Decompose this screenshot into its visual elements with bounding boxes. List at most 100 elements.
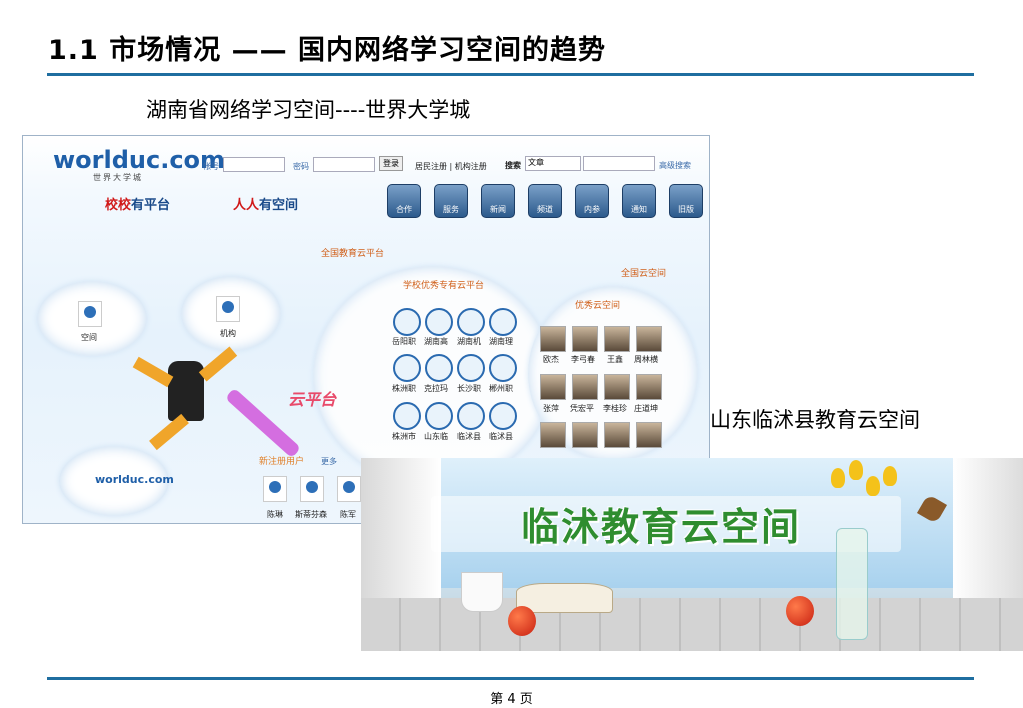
user-photo[interactable] xyxy=(636,422,662,448)
school-logo-icon[interactable] xyxy=(489,308,517,336)
user-name[interactable]: 李桂珍 xyxy=(603,404,627,413)
user-name[interactable]: 欧杰 xyxy=(543,355,559,364)
school-logo-icon[interactable] xyxy=(489,402,517,430)
slogan-right-red: 人人 xyxy=(233,198,260,213)
school-name[interactable]: 克拉玛 xyxy=(424,384,448,393)
school-logo-icon[interactable] xyxy=(457,354,485,382)
school-name[interactable]: 山东临 xyxy=(424,432,448,441)
nav-channel-icon[interactable]: 频道 xyxy=(528,184,562,218)
school-logo-icon[interactable] xyxy=(393,402,421,430)
new-user-avatar-icon[interactable] xyxy=(300,476,324,502)
worlduc-logo-sub: 世界大学城 xyxy=(93,173,143,182)
slogan-left-blue: 有平台 xyxy=(131,198,171,213)
new-users-label: 新注册用户 xyxy=(259,457,305,467)
top-rule xyxy=(47,73,974,76)
user-name[interactable]: 庄道坤 xyxy=(634,404,658,413)
wooden-table xyxy=(361,598,1023,651)
school-logo-icon[interactable] xyxy=(425,308,453,336)
slogan-left: 校校有平台 xyxy=(105,194,170,213)
nav-cooperation-icon[interactable]: 合作 xyxy=(387,184,421,218)
user-photo[interactable] xyxy=(636,374,662,400)
worlduc-screenshot: worlduc.com 世界大学城 帐号 密码 登录 居民注册 | 机构注册 搜… xyxy=(22,135,710,524)
excellent-cloud-label[interactable]: 优秀云空间 xyxy=(575,301,621,311)
nav-old-version-icon[interactable]: 旧版 xyxy=(669,184,703,218)
school-logo-icon[interactable] xyxy=(393,308,421,336)
school-logo-icon[interactable] xyxy=(393,354,421,382)
nav-notice-icon[interactable]: 通知 xyxy=(622,184,656,218)
register-links[interactable]: 居民注册 | 机构注册 xyxy=(415,162,487,171)
user-photo[interactable] xyxy=(540,326,566,352)
subtitle-shandong: 山东临沭县教育云空间 xyxy=(710,408,920,432)
person-figure-icon xyxy=(168,361,204,421)
space-label: 空间 xyxy=(81,333,97,342)
slogan-right-blue: 有空间 xyxy=(259,198,299,213)
user-name[interactable]: 周林横 xyxy=(634,355,658,364)
user-photo[interactable] xyxy=(636,326,662,352)
school-name[interactable]: 郴州职 xyxy=(489,384,513,393)
slogan-left-red: 校校 xyxy=(105,198,132,213)
center-cloud-label: 云平台 xyxy=(288,390,337,409)
nav-internal-icon[interactable]: 内参 xyxy=(575,184,609,218)
user-photo[interactable] xyxy=(604,422,630,448)
flower-icon xyxy=(831,468,845,488)
slogan-right: 人人有空间 xyxy=(233,194,298,213)
slide-title: 1.1 市场情况 —— 国内网络学习空间的趋势 xyxy=(48,35,607,66)
apple-icon xyxy=(508,606,536,636)
nav-service-icon[interactable]: 服务 xyxy=(434,184,468,218)
school-name[interactable]: 临沭县 xyxy=(489,432,513,441)
user-photo[interactable] xyxy=(540,374,566,400)
school-name[interactable]: 临沭县 xyxy=(457,432,481,441)
password-label: 密码 xyxy=(293,162,309,171)
new-user-avatar-icon[interactable] xyxy=(337,476,361,502)
vase-icon xyxy=(836,528,868,640)
login-button[interactable]: 登录 xyxy=(379,156,403,171)
school-logo-icon[interactable] xyxy=(457,308,485,336)
arrow-right-icon xyxy=(198,346,238,382)
user-name[interactable]: 王鑫 xyxy=(607,355,623,364)
user-photo[interactable] xyxy=(572,422,598,448)
global-cloud-label[interactable]: 全国云空间 xyxy=(621,269,667,279)
user-name[interactable]: 张萍 xyxy=(543,404,559,413)
account-input[interactable] xyxy=(223,157,285,172)
advanced-search-link[interactable]: 高级搜索 xyxy=(659,161,691,170)
org-avatar-icon[interactable] xyxy=(216,296,240,322)
more-link[interactable]: 更多 xyxy=(321,457,337,466)
user-photo[interactable] xyxy=(604,326,630,352)
school-name[interactable]: 湖南机 xyxy=(457,337,481,346)
school-logo-icon[interactable] xyxy=(425,402,453,430)
banner-backdrop xyxy=(431,496,901,552)
book-icon xyxy=(516,583,613,613)
school-name[interactable]: 长沙职 xyxy=(457,384,481,393)
flower-icon xyxy=(883,466,897,486)
user-name[interactable]: 凭宏平 xyxy=(570,404,594,413)
school-logo-icon[interactable] xyxy=(457,402,485,430)
worlduc-logo[interactable]: worlduc.com xyxy=(53,146,226,174)
search-select[interactable]: 文章 xyxy=(525,156,581,171)
school-name[interactable]: 株洲市 xyxy=(392,432,416,441)
new-user-name[interactable]: 陈琳 xyxy=(267,510,283,519)
user-photo[interactable] xyxy=(540,422,566,448)
bottom-rule xyxy=(47,677,974,680)
flower-icon xyxy=(866,476,880,496)
page-number: 第 4 页 xyxy=(490,692,533,707)
space-avatar-icon[interactable] xyxy=(78,301,102,327)
user-photo[interactable] xyxy=(572,326,598,352)
new-user-name[interactable]: 斯蒂芬森 xyxy=(295,510,327,519)
password-input[interactable] xyxy=(313,157,375,172)
school-name[interactable]: 湖南理 xyxy=(489,337,513,346)
search-input[interactable] xyxy=(583,156,655,171)
school-cloud-label[interactable]: 学校优秀专有云平台 xyxy=(403,281,485,291)
new-user-name[interactable]: 陈军 xyxy=(340,510,356,519)
school-name[interactable]: 岳阳职 xyxy=(392,337,416,346)
user-photo[interactable] xyxy=(604,374,630,400)
school-logo-icon[interactable] xyxy=(425,354,453,382)
user-name[interactable]: 李弓春 xyxy=(571,355,595,364)
school-name[interactable]: 株洲职 xyxy=(392,384,416,393)
school-name[interactable]: 湖南高 xyxy=(424,337,448,346)
new-user-avatar-icon[interactable] xyxy=(263,476,287,502)
national-cloud-label[interactable]: 全国教育云平台 xyxy=(321,249,385,259)
nav-news-icon[interactable]: 新闻 xyxy=(481,184,515,218)
school-logo-icon[interactable] xyxy=(489,354,517,382)
subtitle-hunan: 湖南省网络学习空间----世界大学城 xyxy=(146,98,471,122)
user-photo[interactable] xyxy=(572,374,598,400)
